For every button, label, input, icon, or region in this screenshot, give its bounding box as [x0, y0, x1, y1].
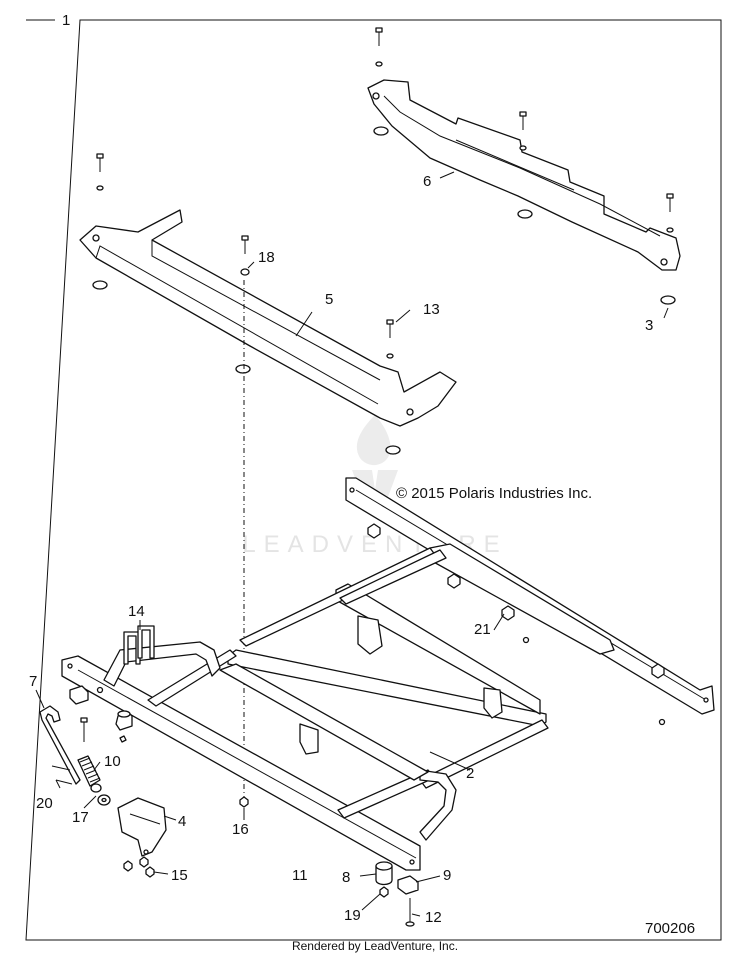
part-16-nut: [239, 796, 249, 808]
callout-11: 11: [292, 867, 308, 884]
callout-2: 2: [466, 765, 474, 782]
callout-15: 15: [171, 867, 188, 884]
part-5-hardware: [92, 153, 401, 455]
callout-17: 17: [72, 809, 89, 826]
callout-10: 10: [104, 753, 121, 770]
part-6-bracket: [367, 79, 681, 271]
callout-18: 18: [258, 249, 275, 266]
callout-14: 14: [128, 603, 145, 620]
part-21-nuts: [367, 523, 666, 726]
left-hardware-group: [69, 685, 133, 743]
callout-16: 16: [232, 821, 249, 838]
callout-5: 5: [325, 291, 333, 308]
part-9-block: [397, 875, 419, 895]
callout-3: 3: [645, 317, 653, 334]
callout-1: 1: [62, 12, 70, 29]
part-5-panel: [79, 209, 457, 427]
part-8-bumper: [375, 861, 393, 886]
callout-20: 20: [36, 795, 53, 812]
part-20-pins: [51, 765, 73, 785]
part-7-handle: [39, 705, 81, 785]
part-14-u-bolts: [123, 625, 155, 665]
part-17-washers: [90, 783, 111, 806]
diagram-frame: [25, 19, 722, 941]
leader-lines: [35, 171, 669, 917]
part-10-spring: [77, 755, 101, 787]
callout-8: 8: [342, 869, 350, 886]
copyright-text: © 2015 Polaris Industries Inc.: [396, 485, 592, 502]
figure-id: 700206: [645, 920, 695, 937]
callout-21: 21: [474, 621, 491, 638]
part-6-hardware: [373, 27, 676, 305]
part-15-nuts: [123, 856, 155, 878]
callout-12: 12: [425, 909, 442, 926]
callout-19: 19: [344, 907, 361, 924]
callout-13: 13: [423, 301, 440, 318]
part-19-nut: [379, 886, 389, 898]
footer-credit: Rendered by LeadVenture, Inc.: [291, 939, 459, 953]
part-4-bracket: [117, 797, 167, 857]
callout-4: 4: [178, 813, 186, 830]
part-12-bolt: [405, 898, 415, 927]
callout-6: 6: [423, 173, 431, 190]
callout-9: 9: [443, 867, 451, 884]
callout-7: 7: [29, 673, 37, 690]
part-2-frame: [61, 477, 715, 871]
